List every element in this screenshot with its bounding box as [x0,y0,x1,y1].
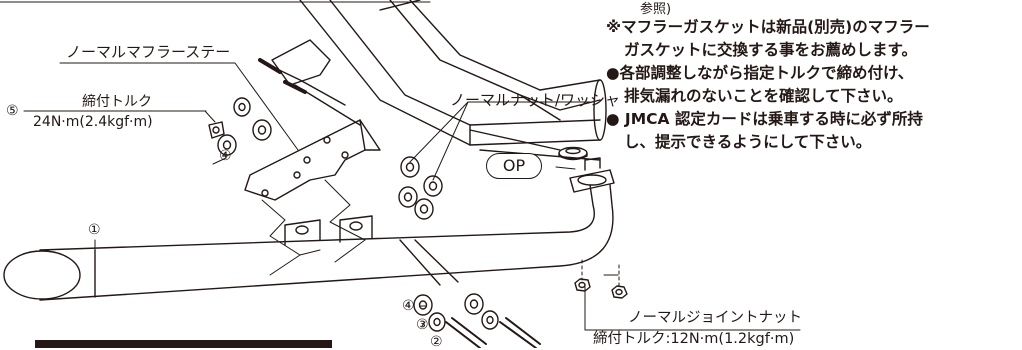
footpeg-bracket [258,39,361,126]
normal-joint-nut-label: ノーマルジョイントナット [628,310,802,326]
note-line-3: ●各部調整しながら指定トルクで締め付け、 [606,64,914,82]
note-line-0: 参照) [640,2,672,17]
part-number-4-top: ④ [219,148,232,164]
page-section-bar [35,340,332,348]
part-number-2: ② [430,334,443,350]
note-line-6: し、提示できるようにして下さい。 [624,133,872,151]
muffler-gasket [558,146,588,161]
normal-nut-washer-cluster [398,156,443,220]
part-number-5: ⑤ [6,103,19,119]
note-line-5: ● JMCA 認定カードは乗車する時に必ず所持 [606,110,923,128]
zigzag-lines [261,179,366,276]
joint-nuts [574,259,628,299]
torque-joint-label: 締付トルク:12N·m(1.2kgf·m) [593,331,795,347]
leader-lines [23,62,801,331]
torque-title-label: 締付トルク [82,94,152,110]
note-line-1: ※マフラーガスケットは新品(別売)のマフラー [606,18,930,37]
note-line-4: 排気漏れのないことを確認して下さい。 [624,87,903,105]
normal-nut-washer-label: ノーマルナット/ワッシャ [450,91,621,109]
op-badge: OP [486,153,542,179]
torque-value-muffler: 24N·m(2.4kgf·m) [33,114,153,130]
upper-washers [208,97,272,156]
lower-bolts-washers [413,293,541,348]
note-line-1-suffix: のマフラー [852,18,930,36]
vehicle-frame [299,0,607,161]
muffler-stay-plate [244,119,381,201]
part-number-1: ① [88,222,101,238]
note-line-1-prefix: ※マフラーガスケットは [606,18,777,36]
note-line-2: ガスケットに交換する事をお薦めします。 [624,41,917,59]
normal-muffler-stay-label: ノーマルマフラーステー [66,43,231,61]
part-number-4-bottom: ④ [402,298,415,314]
muffler-assembly [3,157,615,301]
note-line-1-bold: 新品(別売) [776,18,853,36]
part-number-3: ③ [416,317,429,333]
